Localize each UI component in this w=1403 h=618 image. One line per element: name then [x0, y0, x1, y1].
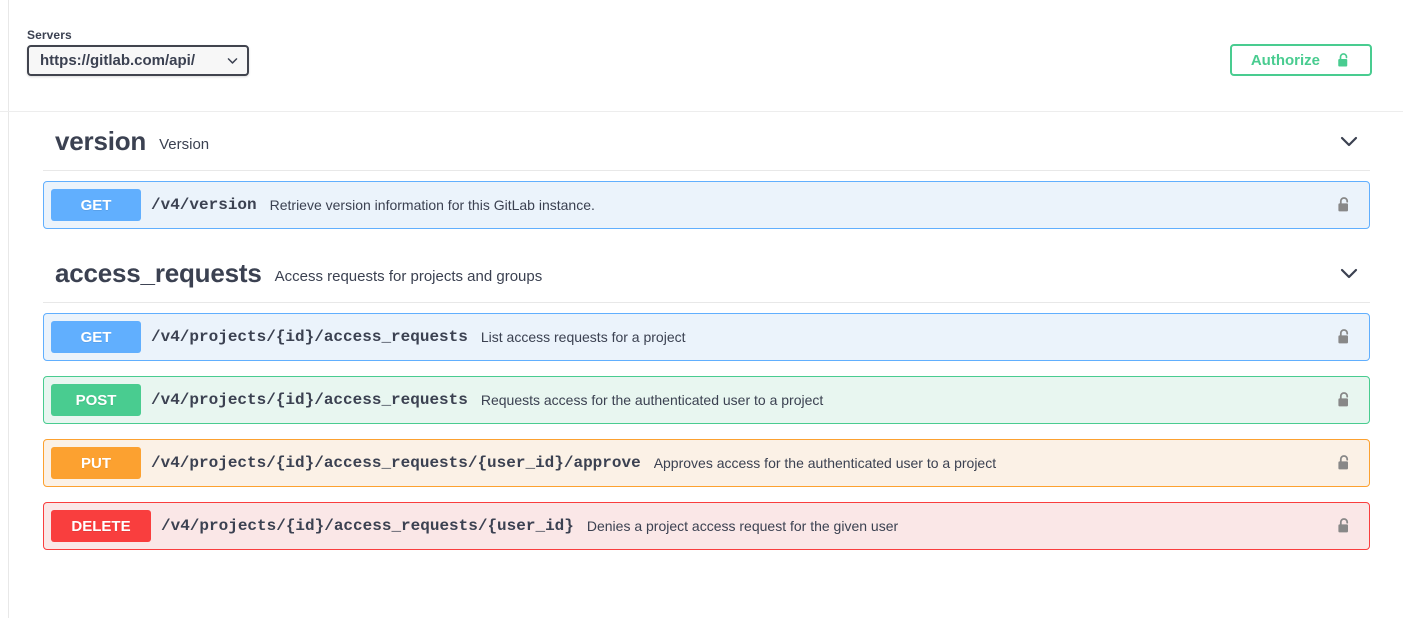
- lock-open-icon[interactable]: [1329, 391, 1359, 409]
- tag-name: access_requests: [55, 257, 262, 288]
- tag-description: Version: [159, 135, 210, 153]
- operation-row[interactable]: DELETE /v4/projects/{id}/access_requests…: [43, 502, 1370, 550]
- operation-row[interactable]: POST /v4/projects/{id}/access_requests R…: [43, 376, 1370, 424]
- method-badge: GET: [51, 189, 141, 221]
- lock-open-icon[interactable]: [1329, 454, 1359, 472]
- operation-summary: Requests access for the authenticated us…: [480, 392, 824, 408]
- operation-path: /v4/projects/{id}/access_requests/{user_…: [151, 454, 641, 472]
- tag-divider: [43, 170, 1370, 171]
- chevron-down-icon: [226, 54, 239, 67]
- lock-open-icon[interactable]: [1329, 517, 1359, 535]
- servers-bar: Servers https://gitlab.com/api/ Authoriz…: [0, 0, 1403, 112]
- operation-list-version: GET /v4/version Retrieve version informa…: [0, 181, 1403, 229]
- method-badge: POST: [51, 384, 141, 416]
- method-badge: GET: [51, 321, 141, 353]
- operation-row[interactable]: GET /v4/version Retrieve version informa…: [43, 181, 1370, 229]
- tag-section-access-requests: access_requests Access requests for proj…: [0, 244, 1403, 550]
- authorize-button-label: Authorize: [1250, 51, 1320, 69]
- chevron-down-icon[interactable]: [1338, 130, 1360, 152]
- lock-open-icon: [1336, 52, 1351, 69]
- operation-row[interactable]: PUT /v4/projects/{id}/access_requests/{u…: [43, 439, 1370, 487]
- tag-name: version: [55, 125, 147, 156]
- server-selected-value: https://gitlab.com/api/: [40, 52, 196, 69]
- operation-row[interactable]: GET /v4/projects/{id}/access_requests Li…: [43, 313, 1370, 361]
- chevron-down-icon[interactable]: [1338, 262, 1360, 284]
- operation-summary: List access requests for a project: [480, 329, 686, 345]
- operation-summary: Retrieve version information for this Gi…: [269, 197, 595, 213]
- authorize-button[interactable]: Authorize: [1229, 44, 1372, 76]
- method-badge: PUT: [51, 447, 141, 479]
- tag-header-version[interactable]: version Version: [55, 112, 1370, 170]
- lock-open-icon[interactable]: [1329, 196, 1359, 214]
- operation-summary: Denies a project access request for the …: [586, 518, 899, 534]
- operation-summary: Approves access for the authenticated us…: [653, 455, 997, 471]
- tag-section-version: version Version GET /v4/version Retrieve…: [0, 112, 1403, 229]
- tag-header-access-requests[interactable]: access_requests Access requests for proj…: [55, 244, 1370, 302]
- operation-path: /v4/projects/{id}/access_requests: [151, 391, 468, 409]
- operation-path: /v4/projects/{id}/access_requests: [151, 328, 468, 346]
- page-left-border: [8, 0, 9, 618]
- tag-divider: [43, 302, 1370, 303]
- lock-open-icon[interactable]: [1329, 328, 1359, 346]
- method-badge: DELETE: [51, 510, 151, 542]
- operation-path: /v4/version: [151, 196, 257, 214]
- api-operations-list: version Version GET /v4/version Retrieve…: [0, 112, 1403, 550]
- authorize-area: Authorize: [1229, 44, 1372, 76]
- operation-list-access-requests: GET /v4/projects/{id}/access_requests Li…: [0, 313, 1403, 550]
- tag-description: Access requests for projects and groups: [274, 267, 543, 285]
- operation-path: /v4/projects/{id}/access_requests/{user_…: [161, 517, 574, 535]
- servers-label: Servers: [27, 28, 72, 42]
- servers-block: Servers https://gitlab.com/api/: [27, 28, 249, 76]
- server-select[interactable]: https://gitlab.com/api/: [27, 45, 249, 76]
